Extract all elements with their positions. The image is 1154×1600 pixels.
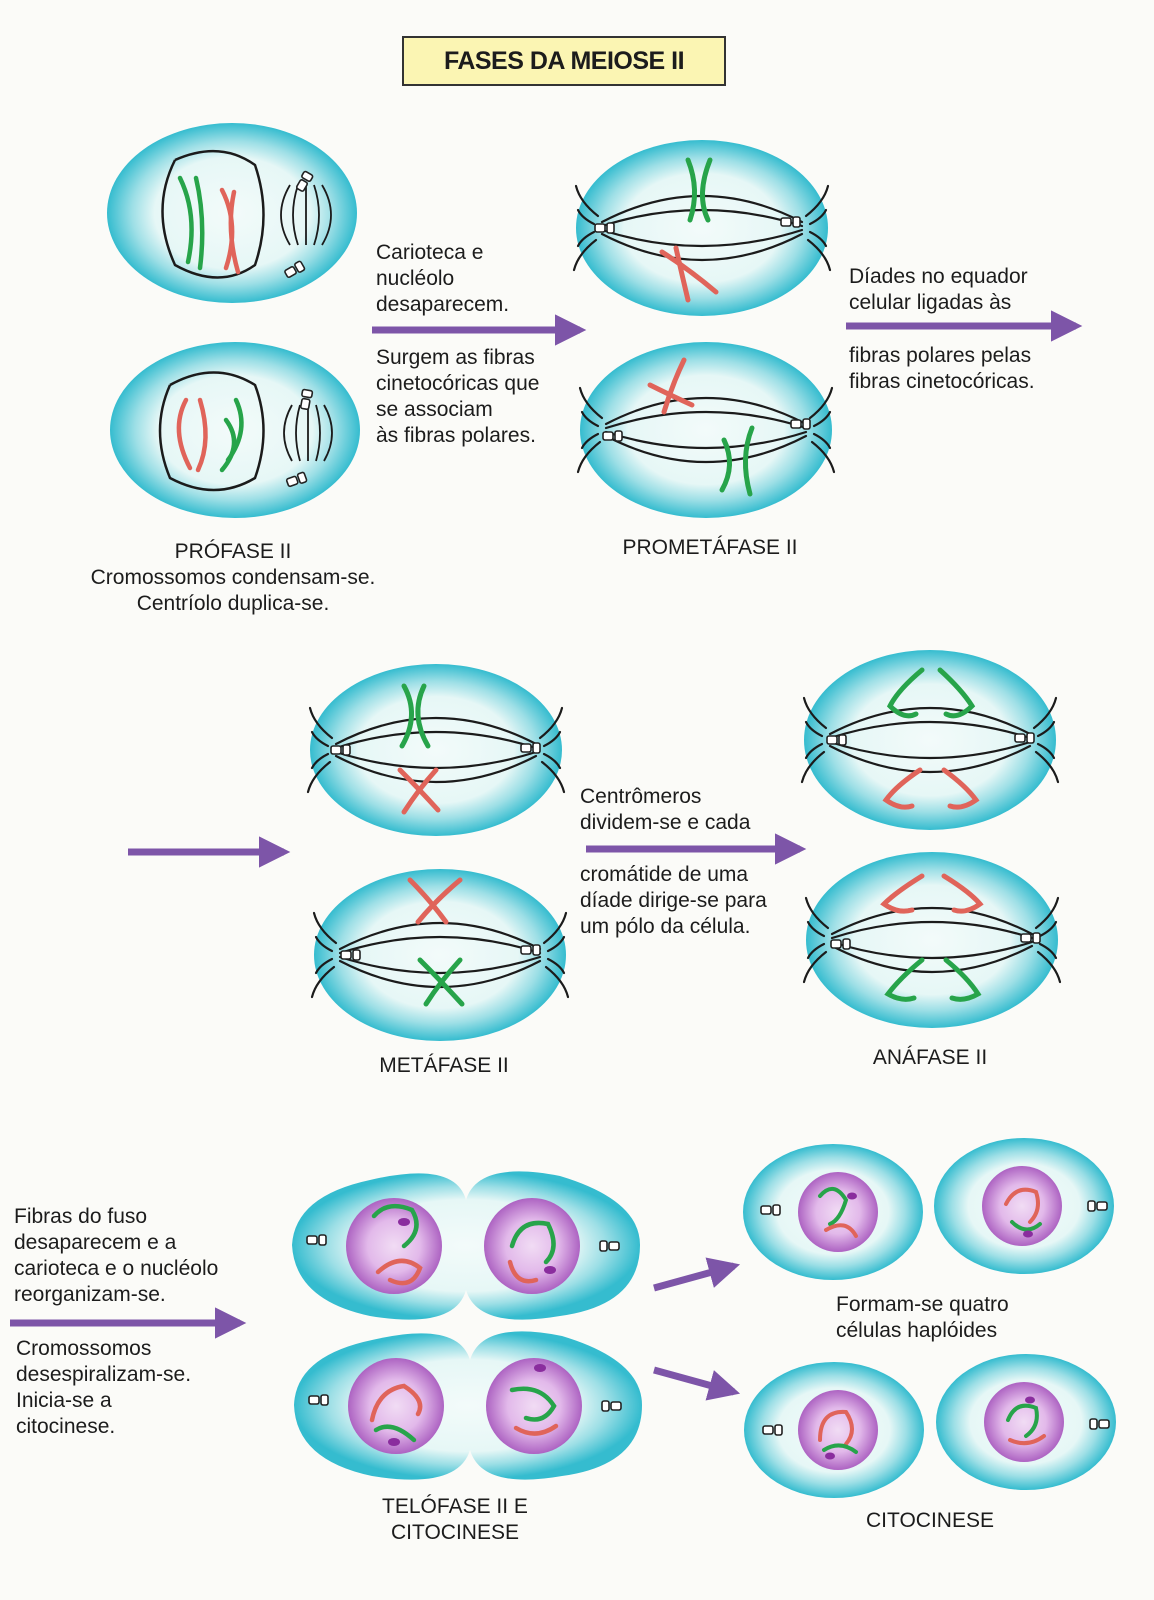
label-telophase: TELÓFASE II E CITOCINESE	[382, 1495, 528, 1544]
prophase-cell-top	[107, 123, 357, 303]
arrow-telophase-to-cells-top	[653, 1257, 741, 1292]
telophase-cell-top	[292, 1171, 640, 1320]
page-title: FASES DA MEIOSE II	[402, 36, 726, 86]
note-chromosomes-uncoil: Cromossomos desespiralizam-se. Inicia-se…	[16, 1337, 192, 1438]
note-karyotheca-disappears: Carioteca e nucléolo desaparecem.	[376, 241, 510, 316]
prometaphase-cell-top	[572, 140, 832, 316]
note-centromeres-divide: Centrômeros dividem-se e cada	[580, 785, 751, 834]
daughter-cell-3	[744, 1362, 924, 1498]
label-cytokinesis: CITOCINESE	[866, 1509, 994, 1532]
note-dyads-equator: Díades no equador celular ligadas às	[849, 265, 1028, 314]
metaphase-cell-bottom	[310, 869, 570, 1041]
label-metaphase: METÁFASE II	[379, 1054, 509, 1077]
daughter-cell-2	[934, 1138, 1114, 1274]
daughter-cell-1	[743, 1144, 923, 1280]
telophase-cell-bottom	[294, 1331, 642, 1480]
prometaphase-cell-bottom	[576, 342, 836, 518]
note-chromatid-moves: cromátide de uma díade dirige-se para um…	[580, 863, 767, 938]
prophase-cell-bottom	[110, 342, 360, 518]
note-four-haploid-cells: Formam-se quatro células haplóides	[836, 1293, 1009, 1342]
metaphase-cell-top	[306, 664, 566, 836]
description-prophase: Cromossomos condensam-se. Centríolo dupl…	[90, 566, 376, 615]
note-spindle-disappears: Fibras do fuso desaparecem e a carioteca…	[14, 1205, 219, 1306]
daughter-cell-4	[936, 1354, 1116, 1490]
label-prometaphase: PROMETÁFASE II	[622, 536, 798, 559]
label-prophase: PRÓFASE II	[174, 540, 292, 563]
note-polar-fibers: fibras polares pelas fibras cinetocórica…	[849, 344, 1035, 393]
label-anaphase: ANÁFASE II	[872, 1046, 988, 1069]
arrow-telophase-to-cells-bottom	[653, 1366, 741, 1401]
note-kinetochore-fibers: Surgem as fibras cinetocóricas que se as…	[376, 346, 540, 447]
anaphase-cell-bottom	[802, 852, 1062, 1028]
anaphase-cell-top	[800, 650, 1060, 830]
